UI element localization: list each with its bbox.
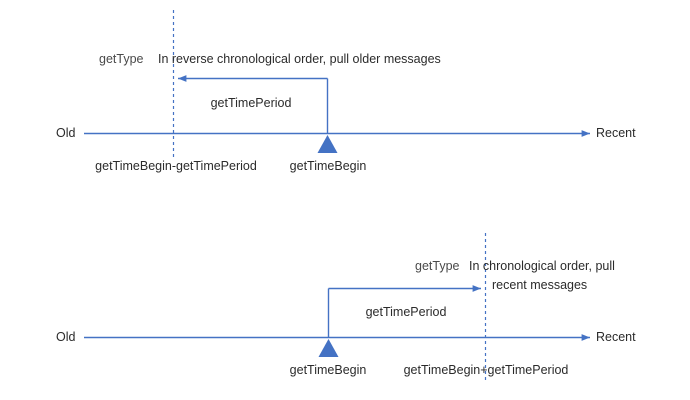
getTimeBegin-marker-top <box>317 135 338 153</box>
gettype-label-top: getType <box>99 52 144 66</box>
marker-label-bottom: getTimeBegin <box>289 363 367 377</box>
boundary-label-top: getTimeBegin-getTimePeriod <box>95 159 257 173</box>
axis-end-label-bottom: Recent <box>596 330 636 344</box>
getTimeBegin-marker-bottom <box>318 339 339 357</box>
description-line2-bottom: recent messages <box>492 278 588 292</box>
description-top: In reverse chronological order, pull old… <box>158 52 441 66</box>
axis-start-label-top: Old <box>56 126 76 140</box>
span-label-bottom: getTimePeriod <box>365 305 447 319</box>
description-line1-bottom: In chronological order, pull <box>469 259 615 273</box>
gettype-label-bottom: getType <box>415 259 460 273</box>
section-chronological-graphics <box>84 233 590 382</box>
span-label-top: getTimePeriod <box>210 96 292 110</box>
axis-end-label-top: Recent <box>596 126 636 140</box>
axis-start-label-bottom: Old <box>56 330 76 344</box>
boundary-label-bottom: getTimeBegin+getTimePeriod <box>403 363 569 377</box>
section-reverse-chronological-graphics <box>84 10 590 160</box>
marker-label-top: getTimeBegin <box>289 159 367 173</box>
